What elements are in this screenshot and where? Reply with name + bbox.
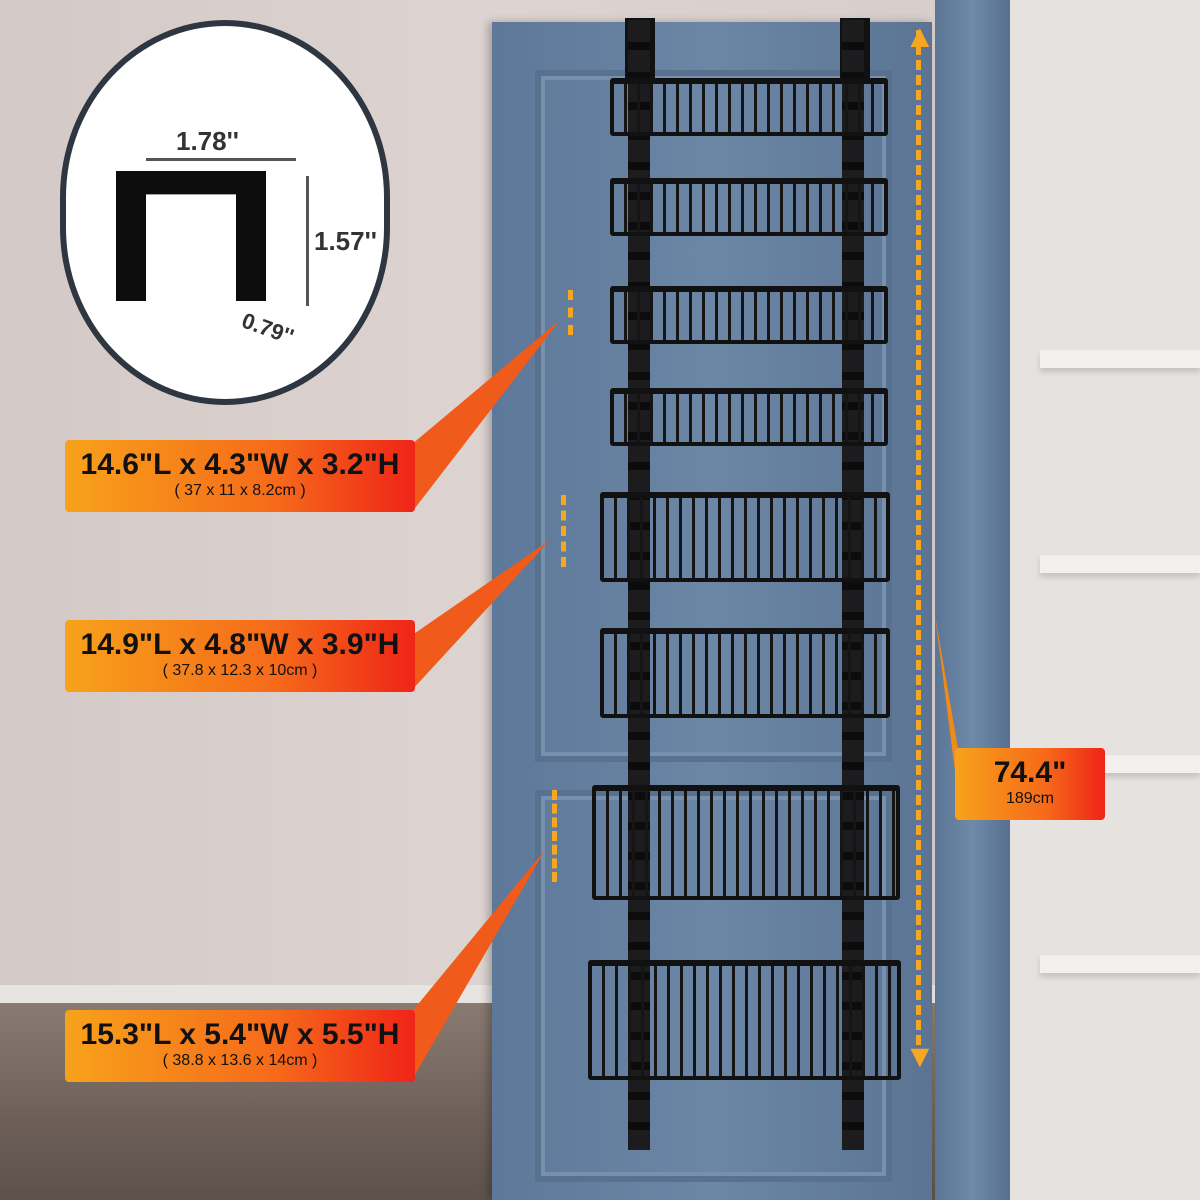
basket-medium — [600, 492, 890, 582]
pantry-shelf — [1040, 350, 1200, 368]
height-imperial: 74.4" — [993, 756, 1067, 789]
hook-height-label: 1.57'' — [314, 226, 377, 256]
height-dimension-line — [306, 176, 309, 306]
callout-pointer — [935, 615, 960, 810]
basket-large — [588, 960, 901, 1080]
basket-height-marker — [561, 495, 566, 567]
pantry-shelf — [1040, 955, 1200, 973]
pantry-closet — [1010, 0, 1200, 1200]
hook-depth-label: 0.79'' — [238, 307, 298, 350]
arrow-up-icon: ▲ — [904, 18, 936, 54]
large-basket-size-label: 15.3"L x 5.4"W x 5.5"H ( 38.8 x 13.6 x 1… — [65, 1010, 415, 1082]
basket-small — [610, 78, 888, 136]
basket-large — [592, 785, 900, 900]
medium-basket-size-label: 14.9"L x 4.8"W x 3.9"H ( 37.8 x 12.3 x 1… — [65, 620, 415, 692]
small-basket-size-label: 14.6"L x 4.3"W x 3.2"H ( 37 x 11 x 8.2cm… — [65, 440, 415, 512]
basket-small — [610, 388, 888, 446]
total-height-label: 74.4" 189cm — [955, 748, 1105, 820]
basket-height-marker — [568, 290, 573, 335]
height-metric: 189cm — [1005, 790, 1055, 807]
size-metric: ( 37.8 x 12.3 x 10cm ) — [162, 662, 318, 679]
callout-pointer — [405, 850, 545, 1080]
basket-small — [610, 178, 888, 236]
size-metric: ( 37 x 11 x 8.2cm ) — [174, 482, 306, 499]
pantry-shelf — [1040, 555, 1200, 573]
callout-pointer — [405, 540, 550, 690]
size-imperial: 14.9"L x 4.8"W x 3.9"H — [80, 628, 400, 661]
width-dimension-line — [146, 158, 296, 161]
callout-pointer — [405, 320, 560, 512]
size-imperial: 14.6"L x 4.3"W x 3.2"H — [80, 448, 400, 481]
hook-profile — [116, 171, 266, 301]
total-height-line — [916, 30, 921, 1060]
door-upper-panel — [535, 70, 892, 762]
hook-width-label: 1.78'' — [176, 126, 239, 156]
basket-height-marker — [552, 790, 557, 882]
door-frame — [935, 0, 1010, 1200]
basket-small — [610, 286, 888, 344]
size-imperial: 15.3"L x 5.4"W x 5.5"H — [80, 1018, 400, 1051]
basket-medium — [600, 628, 890, 718]
hook-detail-inset: 1.78'' 1.57'' 0.79'' — [60, 20, 390, 405]
size-metric: ( 38.8 x 13.6 x 14cm ) — [162, 1052, 318, 1069]
arrow-down-icon: ▼ — [904, 1038, 936, 1074]
